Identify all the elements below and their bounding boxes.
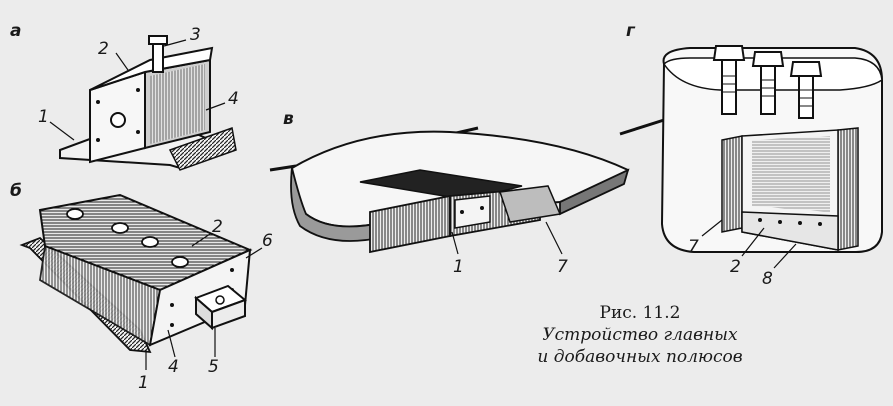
- panel-b-label-4: 4: [168, 357, 179, 377]
- figure-title-line-1: Устройство главных: [542, 325, 738, 345]
- panel-b-label-6: 6: [262, 231, 273, 251]
- figure-caption: Рис. 11.2 Устройство главных и добавочны…: [490, 302, 790, 368]
- panel-a-label-1: 1: [38, 107, 49, 127]
- panel-b-drawing: [19, 193, 263, 370]
- figure-number: Рис. 11.2: [599, 303, 681, 323]
- panel-b-label-5: 5: [208, 357, 219, 377]
- panel-v-label-7: 7: [557, 257, 568, 277]
- panel-g-label-2: 2: [730, 257, 741, 277]
- panel-b-label-2: 2: [212, 217, 223, 237]
- panel-g-label-8: 8: [762, 269, 773, 289]
- figure-title-line-2: и добавочных полюсов: [537, 347, 743, 367]
- panel-v-label-1: 1: [453, 257, 464, 277]
- panel-b-label-1: 1: [138, 373, 149, 393]
- panel-v-drawing: [269, 126, 630, 255]
- panel-v-letter: в: [283, 109, 294, 129]
- panel-g-label-7: 7: [688, 237, 699, 257]
- panel-b-letter: б: [10, 181, 22, 201]
- panel-g-letter: г: [626, 21, 636, 41]
- panel-a-letter: а: [10, 21, 21, 41]
- panel-a-label-4: 4: [228, 89, 239, 109]
- panel-a-drawing: [49, 35, 237, 171]
- panel-a-label-2: 2: [98, 39, 109, 59]
- panel-a-label-3: 3: [190, 25, 201, 45]
- panel-g-drawing: [619, 45, 883, 269]
